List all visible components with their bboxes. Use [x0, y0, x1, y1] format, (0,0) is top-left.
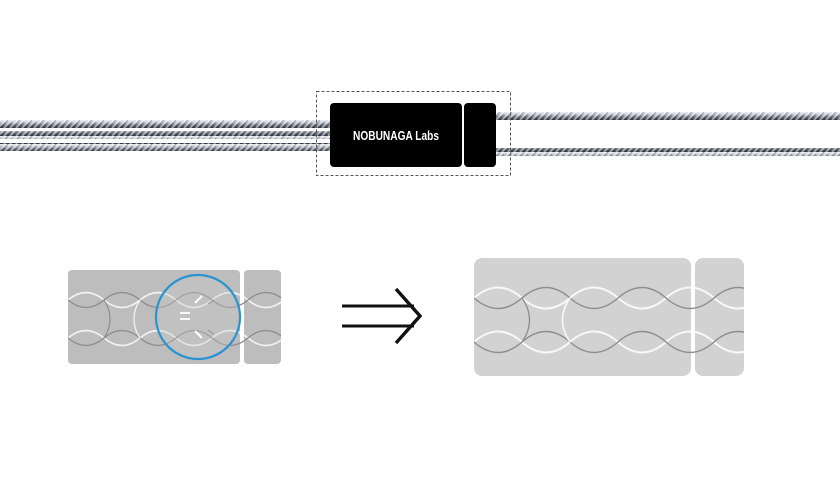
before-block-tail [244, 270, 281, 364]
cable-right-upper [494, 112, 840, 120]
cable-right-lower [494, 148, 840, 156]
after-block-main [474, 258, 691, 376]
cable-left-upper [0, 120, 332, 128]
after-block-tail [695, 258, 744, 376]
cable-left-middle [0, 131, 332, 139]
brand-block-tail [464, 103, 496, 167]
cable-assembly: NOBUNAGA Labs [0, 91, 840, 176]
cable-left-lower [0, 143, 332, 151]
after-wire-pattern [474, 286, 744, 354]
after-panel [474, 258, 744, 376]
before-wire-pattern [68, 291, 281, 347]
double-arrow-right-icon [342, 287, 423, 345]
before-panel [68, 270, 281, 364]
brand-label: NOBUNAGA Labs [353, 128, 439, 143]
highlight-circle-icon [154, 273, 242, 361]
brand-block-main [330, 103, 462, 167]
selection-frame [316, 91, 511, 176]
brand-block: NOBUNAGA Labs [330, 103, 496, 167]
before-block-main [68, 270, 240, 364]
